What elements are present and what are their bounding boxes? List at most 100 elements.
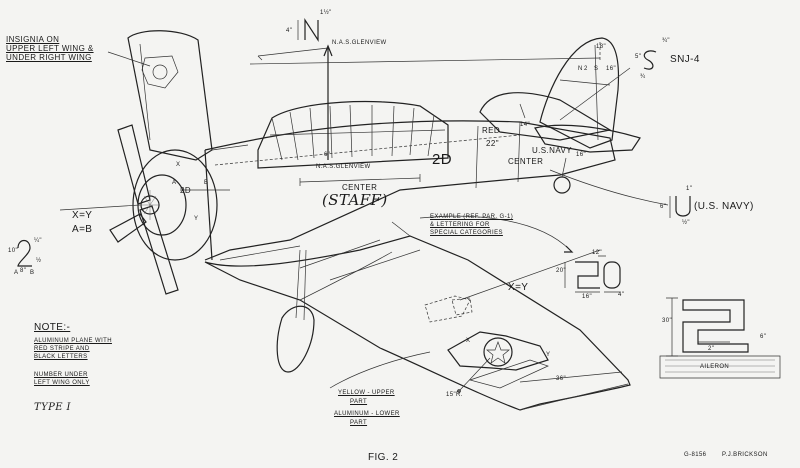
example-note-line-1: EXAMPLE (REF. PAR. G-1) [430,214,514,220]
stripe-navy-label: U.S.NAVY [532,146,572,155]
small-digit-size-quarter: ¼" [34,238,42,244]
cowl-label-a: A [172,180,177,186]
color-note-yellow-part: PART [350,399,368,405]
fuselage-outline [204,120,616,261]
wing-insignia-lower [447,331,549,371]
stripe-dim-14: 14" [520,122,531,128]
wing-x-eq-y: X=Y [508,282,529,293]
tail-model-label: SNJ-4 [670,54,700,65]
u-letter-shape [675,196,691,217]
note-title: NOTE:- [34,322,71,333]
fuselage-station-label: N.A.S.GLENVIEW [316,164,371,170]
fuselage-center-label: CENTER [342,183,378,192]
s-letter-shape [643,50,657,70]
propeller-blade-left [109,213,147,243]
stripe-red-label: RED [482,126,501,135]
aileron-dim-2: 2" [708,346,715,352]
lower-right-wing-outline [204,235,631,411]
tail-size-base: ¾ [640,74,646,80]
figure-caption: FIG. 2 [368,452,399,463]
wing-span-line [519,371,623,383]
example-note-line-2: & LETTERING FOR [430,222,490,228]
color-note-yellow: YELLOW - UPPER [338,390,395,396]
example-leader [419,215,571,251]
tail-size-5: 5" [635,54,642,60]
stripe-center-label: CENTER [508,157,544,166]
wing-insignia-upper [141,55,179,89]
note-type: TYPE I [34,402,71,413]
staff-dimension [299,177,421,183]
note-line-3: BLACK LETTERS [34,354,88,360]
wing-radius: 15"R. [446,392,463,398]
tail-wheel [553,176,571,194]
aileron-bar [659,355,781,379]
tail-dim-18: 18" [596,44,607,50]
cowl-x-eq-y: X=Y [72,210,93,221]
main-landing-gear [276,305,315,373]
usnavy-label: (U.S. NAVY) [694,201,754,212]
aileron-label: AILERON [700,364,730,370]
tail-dim-16: 16" [606,66,617,72]
code-detail-2 [575,261,600,289]
usnavy-size-1: 1" [686,186,693,192]
color-note-aluminum: ALUMINUM - LOWER [334,411,400,417]
note-line-2: RED STRIPE AND [34,346,90,352]
stripe-dim-16: 16" [576,152,587,158]
code-detail-hidden: 2D [575,262,576,271]
engine-cowling [132,149,218,261]
cowl-label-b: B [204,180,209,186]
small-digit-shape [17,239,32,267]
insignia-note-line-1: INSIGNIA ON [6,35,60,44]
note-line-1: ALUMINUM PLANE WITH [34,338,112,344]
code-dim-12: 12" [592,250,603,256]
color-note-leader [329,351,431,389]
aileron-digit-shape [682,299,749,353]
usnavy-size-base: ½" [682,220,690,226]
tail-number-label: 2 [584,66,588,72]
code-dim-20: 20" [556,268,567,274]
red-stripe-band [475,121,521,189]
insignia-note-line-2: UPPER LEFT WING & [6,44,94,53]
usnavy-size-6: 6" [660,204,667,210]
small-digit-size-half: ½ [36,258,42,264]
author-name: P.J.BRICKSON [722,452,768,458]
horizontal-stabilizer [479,92,612,141]
aileron-dim-30: 30" [662,318,673,324]
vertical-tail [539,37,620,149]
small-digit-size-10: 10" [8,248,19,254]
north-station-label: N.A.S.GLENVIEW [332,40,387,46]
code-detail-d [603,261,621,289]
wing-label-y: Y [546,352,551,358]
insignia-leader [107,51,151,67]
cowl-label-x: X [176,162,181,168]
usnavy-leader [549,169,669,206]
tail-size-3-4: ¾" [662,38,670,44]
stripe-code-2d: 2D [432,151,452,168]
note-line-4: NUMBER UNDER [34,372,88,378]
color-note-aluminum-part: PART [350,420,368,426]
tail-leader [559,67,631,121]
code-dim-4: 4" [618,292,625,298]
code-dim-16: 16" [582,294,593,300]
drawing-number: G-8156 [684,452,707,458]
cowl-a-eq-b: A=B [72,224,93,235]
wing-label-x: X [466,338,471,344]
small-digit-size-8: 8" [20,268,27,274]
north-size-left: 4" [286,28,293,34]
canopy [257,100,449,169]
upper-left-wing-outline [127,30,213,161]
aileron-dim-6: 6" [760,334,767,340]
wing-number-outline [424,295,471,323]
insignia-note-line-3: UNDER RIGHT WING [6,53,92,62]
note-line-5: LEFT WING ONLY [34,380,90,386]
propeller-blade-lower [139,205,179,295]
stripe-dim-22: 22" [486,139,499,148]
tail-n-label: N [578,66,583,72]
example-note-line-3: SPECIAL CATEGORIES [430,230,503,236]
tail-s-label: S [594,66,599,72]
wing-dim-36: 36" [556,376,567,382]
wing-radius-leader [459,357,491,391]
cowl-label-y: Y [194,216,199,222]
